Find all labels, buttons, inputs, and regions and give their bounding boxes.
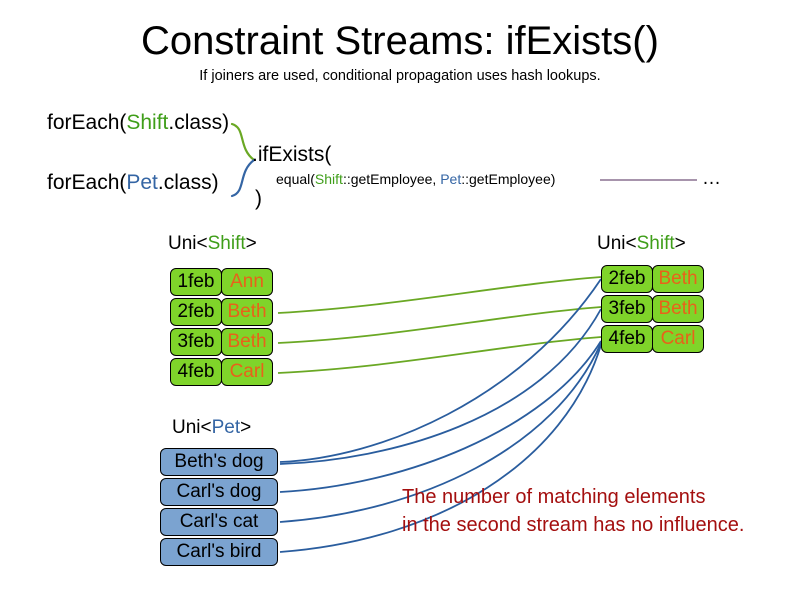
label-right-uni-shift-type: Shift xyxy=(636,233,675,254)
label-left-uni-pet-suffix: > xyxy=(240,417,252,438)
cell-date: 3feb xyxy=(170,328,222,356)
list-item[interactable]: Carl's cat xyxy=(160,508,278,536)
annotation-line-1: The number of matching elements xyxy=(402,486,706,508)
code-foreach-shift-type: Shift xyxy=(126,111,169,134)
cell-pet-name: Carl's bird xyxy=(160,538,278,566)
code-foreach-pet: forEach(Pet.class) xyxy=(47,170,219,195)
table-row[interactable]: 1feb Ann xyxy=(170,268,273,296)
slide-title: Constraint Streams: ifExists() xyxy=(141,19,659,63)
cell-name: Carl xyxy=(652,325,704,353)
code-foreach-pet-type: Pet xyxy=(126,171,158,194)
cell-date: 3feb xyxy=(601,295,653,323)
label-left-uni-shift-suffix: > xyxy=(245,233,257,254)
label-left-uni-shift-type: Shift xyxy=(207,233,246,254)
cell-name: Beth xyxy=(652,295,704,323)
wire-shift-4feb xyxy=(277,336,602,374)
table-row[interactable]: 3feb Beth xyxy=(601,295,704,323)
wire-pet-carls-dog-to-4feb xyxy=(279,340,602,493)
code-equal-joiner: equal(Shift::getEmployee, Pet::getEmploy… xyxy=(276,170,555,188)
annotation-note: The number of matching elements in the s… xyxy=(402,483,744,539)
cell-name: Beth xyxy=(221,298,273,326)
wire-pet-beths-dog-to-3feb xyxy=(279,308,602,465)
green-wire-group xyxy=(277,276,602,374)
cell-pet-name: Carl's cat xyxy=(160,508,278,536)
code-equal-right-method: ::getEmployee) xyxy=(461,171,556,187)
cell-name: Ann xyxy=(221,268,273,296)
brace-upper-green xyxy=(230,122,256,162)
cell-date: 1feb xyxy=(170,268,222,296)
code-ifexists: .ifExists( xyxy=(252,143,332,166)
cell-date: 4feb xyxy=(170,358,222,386)
brace-lower-blue xyxy=(230,158,256,198)
cell-name: Beth xyxy=(652,265,704,293)
label-right-uni-shift: Uni<Shift> xyxy=(597,232,686,255)
code-foreach-shift: forEach(Shift.class) xyxy=(47,110,229,135)
code-equal-right-type: Pet xyxy=(440,171,462,187)
list-item[interactable]: Carl's dog xyxy=(160,478,278,506)
label-right-uni-shift-prefix: Uni< xyxy=(597,233,637,254)
code-foreach-shift-prefix: forEach( xyxy=(47,111,127,134)
wire-pet-beths-dog-to-2feb xyxy=(279,278,602,463)
cell-pet-name: Beth's dog xyxy=(160,448,278,476)
wire-shift-2feb xyxy=(277,276,602,314)
label-left-uni-pet: Uni<Pet> xyxy=(172,416,251,439)
code-foreach-pet-suffix: .class) xyxy=(157,171,219,194)
label-left-uni-shift-prefix: Uni< xyxy=(168,233,208,254)
cell-date: 4feb xyxy=(601,325,653,353)
list-item[interactable]: Beth's dog xyxy=(160,448,278,476)
table-row[interactable]: 4feb Carl xyxy=(601,325,704,353)
cell-name: Beth xyxy=(221,328,273,356)
code-equal-left-type: Shift xyxy=(314,171,343,187)
table-row[interactable]: 2feb Beth xyxy=(170,298,273,326)
wire-shift-3feb xyxy=(277,306,602,344)
table-row[interactable]: 4feb Carl xyxy=(170,358,273,386)
cell-date: 2feb xyxy=(170,298,222,326)
slide-subtitle: If joiners are used, conditional propaga… xyxy=(199,68,601,84)
label-left-uni-pet-prefix: Uni< xyxy=(172,417,212,438)
join-brace xyxy=(230,122,256,198)
cell-date: 2feb xyxy=(601,265,653,293)
code-equal-left-method: ::getEmployee, xyxy=(342,171,441,187)
label-left-uni-pet-type: Pet xyxy=(211,417,241,438)
table-row[interactable]: 2feb Beth xyxy=(601,265,704,293)
annotation-line-2: in the second stream has no influence. xyxy=(402,514,745,536)
code-foreach-pet-prefix: forEach( xyxy=(47,171,127,194)
code-foreach-shift-suffix: .class) xyxy=(168,111,230,134)
label-right-uni-shift-suffix: > xyxy=(674,233,686,254)
cell-name: Carl xyxy=(221,358,273,386)
table-row[interactable]: 3feb Beth xyxy=(170,328,273,356)
code-close-paren: ) xyxy=(255,187,262,210)
label-left-uni-shift: Uni<Shift> xyxy=(168,232,257,255)
cell-pet-name: Carl's dog xyxy=(160,478,278,506)
code-ellipsis: … xyxy=(702,168,721,189)
list-item[interactable]: Carl's bird xyxy=(160,538,278,566)
code-equal-prefix: equal( xyxy=(276,171,315,187)
